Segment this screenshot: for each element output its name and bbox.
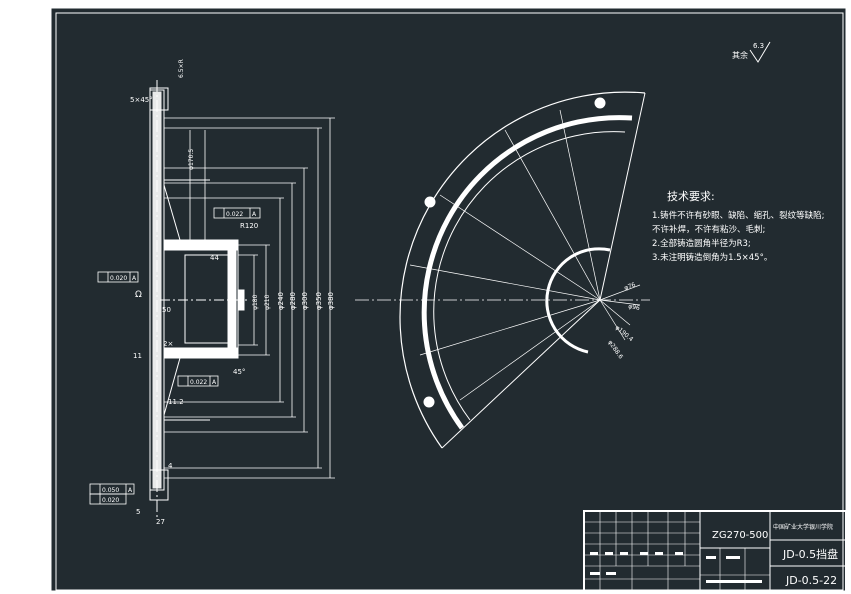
tech-req-title: 技术要求: [667, 190, 715, 203]
dim-5-label: 5 [136, 508, 140, 516]
tol-2-datum: A [132, 275, 137, 282]
dia-label-380: φ380 [327, 292, 335, 310]
bolt-hole-2 [424, 196, 436, 208]
sector-edge-lower [441, 299, 601, 449]
radius-label-1: φ76 [623, 281, 636, 292]
dim-11-2-label: 11.2 [168, 398, 184, 406]
tol-frame-3 [177, 375, 219, 387]
small-dia-label: φ170.5 [188, 149, 195, 170]
tol-1-datum: A [252, 211, 257, 218]
bolt-hole-3 [423, 396, 435, 408]
title-block [583, 510, 847, 593]
tol-frame-1 [213, 207, 261, 219]
dim-44-label: 44 [210, 254, 219, 262]
hub-arc [545, 247, 611, 354]
plate-bottom-lip [149, 469, 169, 501]
inner-border [55, 12, 844, 591]
rib-top [163, 184, 181, 241]
spoke-6 [459, 299, 601, 401]
roughness-value: 6.3 [753, 42, 764, 50]
part-number: JD-0.5-22 [785, 574, 837, 587]
diameter-dimensions [164, 117, 335, 479]
roughness-prefix: 其余 [732, 50, 748, 60]
tol-3-value: 0.022 [190, 379, 207, 386]
tol-2-value: 0.020 [110, 275, 127, 282]
technical-requirements: 技术要求: 1.铸件不许有砂眼、缺陷、缩孔、裂纹等缺陷; 不许补焊，不许有粘沙、… [652, 190, 824, 263]
datum-a-symbol: Ω [135, 290, 142, 300]
inner-rim-arc [433, 131, 626, 421]
title-block-fill-marks [590, 552, 762, 583]
spoke-4 [559, 109, 601, 301]
section-labels: φ380 φ350 φ300 φ280 φ240 φ210 φ180 φ170.… [130, 59, 335, 526]
dim-4-label: 4 [168, 462, 173, 470]
tech-req-item-3: 3.未注明铸造倒角为1.5×45°。 [652, 252, 772, 263]
spoke-2 [439, 194, 601, 301]
spoke-1 [409, 264, 601, 301]
dim-11-label: 11 [133, 352, 142, 360]
keyway [237, 289, 245, 311]
dim-50-label: 50 [162, 306, 171, 314]
tolerance-texts: 0.022 A 0.020 A 0.022 A 0.050 A 0.020 [102, 211, 257, 504]
hub-right-wall [227, 249, 237, 349]
bolt-hole-1 [594, 97, 606, 109]
tol-frame-2 [97, 271, 139, 283]
rim-band [421, 115, 633, 430]
tol-5-value: 0.020 [102, 497, 119, 504]
tech-req-item-1b: 不许补焊，不许有粘沙、毛刺; [652, 224, 765, 235]
tech-req-item-1: 1.铸件不许有砂眼、缺陷、缩孔、裂纹等缺陷; [652, 210, 824, 221]
roughness-note: 其余 6.3 [732, 41, 771, 63]
tech-req-item-2: 2.全部铸造圆角半径为R3; [652, 238, 751, 249]
tol-4-datum: A [128, 487, 133, 494]
chamfer-45-label: 45° [233, 368, 245, 376]
hub-top-wall [163, 239, 239, 251]
title-block-text: 中国矿业大学银川学院 ZG270-500 JD-0.5挡盘 JD-0.5-22 [712, 523, 838, 587]
spoke-5 [419, 299, 601, 356]
tol-1-value: 0.022 [226, 211, 243, 218]
section-view [149, 80, 250, 520]
material-model: ZG270-500 [712, 530, 768, 541]
dia-label-210: φ210 [264, 294, 271, 310]
sector-edge-upper [599, 92, 646, 301]
tol-frame-5 [89, 493, 127, 505]
dia-label-180: φ180 [252, 294, 259, 310]
dia-label-350: φ350 [315, 292, 323, 310]
tol-3-datum: A [212, 379, 217, 386]
hub-bore [184, 254, 231, 344]
hub-bottom-wall [163, 347, 239, 359]
title-block-frame [583, 510, 847, 593]
rib-bottom [163, 357, 181, 416]
r120-label: R120 [240, 222, 258, 230]
dim-27-label: 27 [156, 518, 165, 526]
dia-label-300: φ300 [301, 292, 309, 310]
part-name: JD-0.5挡盘 [782, 547, 838, 561]
dia-label-240: φ240 [277, 292, 285, 310]
plate-hatch [152, 91, 162, 489]
top-vertical-label: 6.5×R [178, 59, 185, 78]
spoke-3 [504, 129, 601, 301]
tolerance-frames [89, 207, 261, 505]
plan-view [355, 91, 650, 449]
radius-label-2: φ96 [628, 303, 641, 312]
plate-top-lip [149, 87, 169, 111]
chamfer-2x-label: 2× [163, 340, 173, 348]
school-name: 中国矿业大学银川学院 [773, 523, 833, 531]
roughness-symbol [749, 41, 771, 63]
top-chamfer-label: 5×45° [130, 96, 153, 104]
dia-label-280: φ280 [289, 292, 297, 310]
tol-4-value: 0.050 [102, 487, 119, 494]
